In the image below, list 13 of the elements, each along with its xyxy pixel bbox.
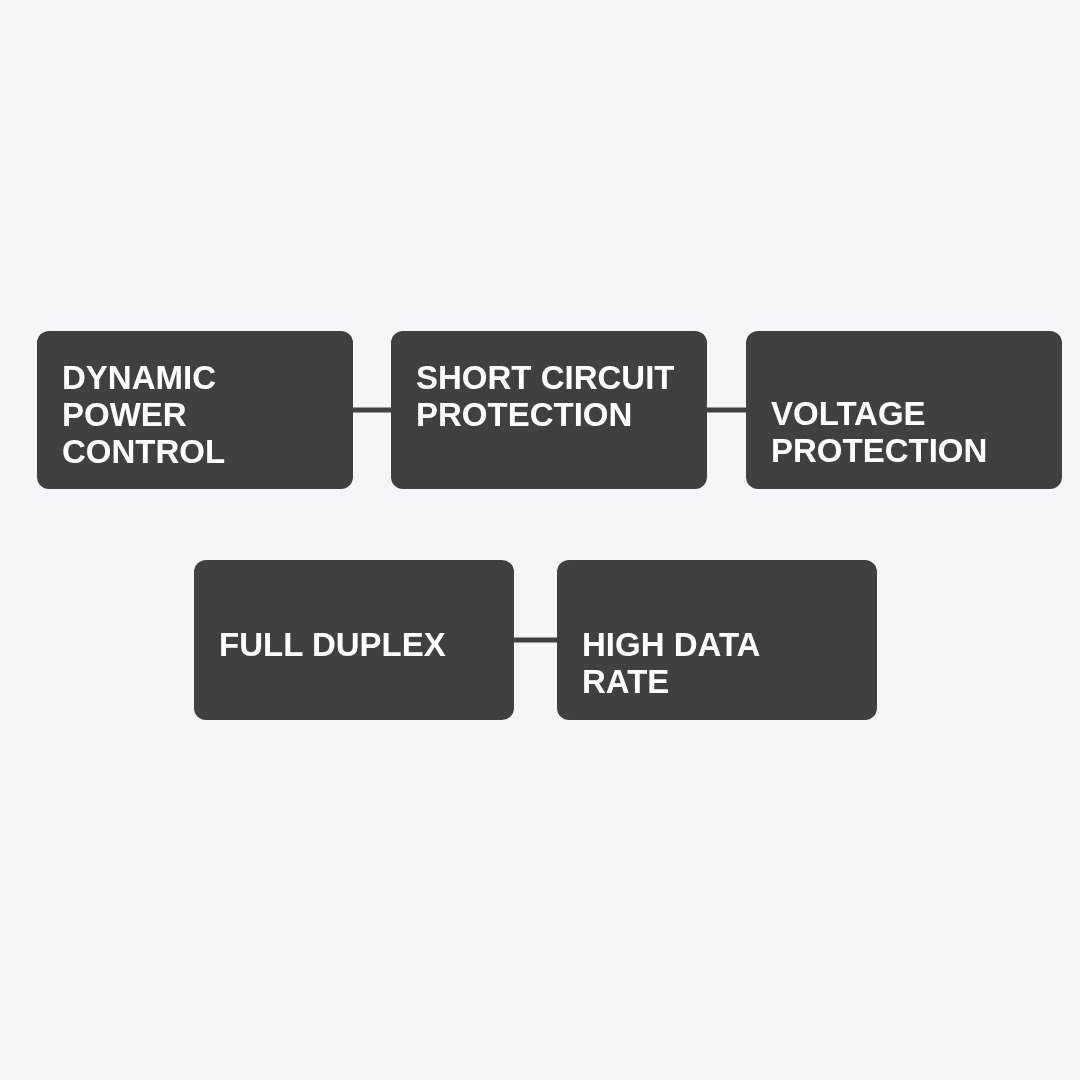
feature-box [391,331,707,489]
feature-label: HIGH DATA RATE [582,626,761,700]
feature-box [194,560,514,720]
connector-line [707,407,746,413]
feature-box [37,331,353,489]
feature-box [557,560,877,720]
feature-box [746,331,1062,489]
connector-line [353,407,391,413]
feature-label: FULL DUPLEX [219,626,447,663]
feature-label: VOLTAGE PROTECTION [771,395,989,469]
feature-label: SHORT CIRCUIT PROTECTION [416,359,676,433]
connector-line [514,637,557,643]
feature-label: DYNAMIC POWER CONTROL [62,359,227,470]
